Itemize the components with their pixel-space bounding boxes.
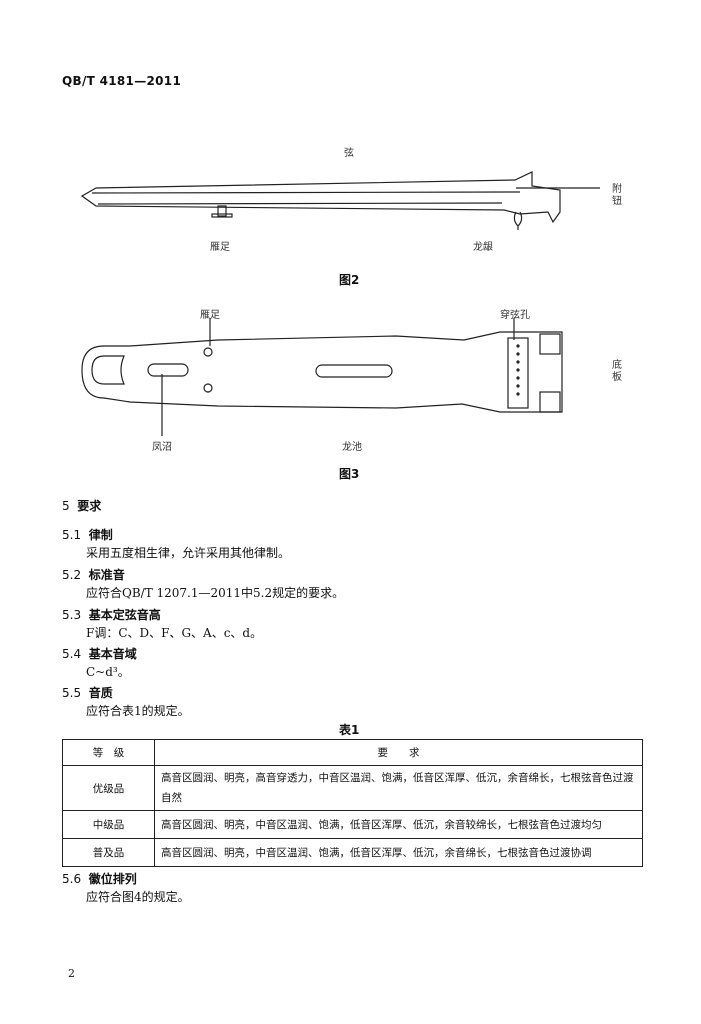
table-cell-requirement: 高音区圆润、明亮，高音穿透力，中音区温润、饱满，低音区浑厚、低沉，余音绵长，七根… (154, 765, 643, 811)
table-row: 优级品 高音区圆润、明亮，高音穿透力，中音区温润、饱满，低音区浑厚、低沉，余音绵… (62, 765, 643, 811)
table-cell-grade: 优级品 (62, 765, 155, 811)
table-header-row: 等 级 要 求 (62, 739, 643, 766)
standard-code: QB/T 4181—2011 (62, 74, 182, 88)
table-cell-requirement: 高音区圆润、明亮，中音区温润、饱满，低音区浑厚、低沉，余音较绵长，七根弦音色过渡… (154, 810, 643, 839)
table-1-title: 表1 (339, 723, 360, 737)
fig3-label-base: 底板 (612, 360, 622, 383)
section-5-5-heading: 5.5 音质 (62, 686, 113, 700)
table-header-requirement: 要 求 (154, 739, 643, 766)
table-row: 中级品 高音区圆润、明亮，中音区温润、饱满，低音区浑厚、低沉，余音较绵长，七根弦… (62, 810, 643, 839)
section-5-1-body: 采用五度相生律，允许采用其他律制。 (86, 546, 291, 560)
section-5-2-body: 应符合QB/T 1207.1—2011中5.2规定的要求。 (86, 586, 345, 600)
fig2-label-knob: 附钮 (612, 184, 622, 207)
fig3-label-feet: 雁足 (200, 310, 220, 321)
fig3-label-dragon-pool: 龙池 (342, 442, 362, 453)
figure-2-caption: 图2 (339, 273, 360, 287)
section-5-1-heading: 5.1 律制 (62, 528, 113, 542)
table-header-grade: 等 级 (62, 739, 155, 766)
page-number: 2 (68, 967, 75, 980)
section-5-6-heading: 5.6 徽位排列 (62, 872, 137, 886)
section-5-3-body: F调：C、D、F、G、A、c、d。 (86, 626, 263, 640)
section-5-2-heading: 5.2 标准音 (62, 568, 125, 582)
fig3-label-string-holes: 穿弦孔 (500, 310, 530, 321)
section-5-heading: 5 要求 (62, 499, 102, 513)
section-5-4-body: C~d³。 (86, 665, 130, 679)
fig2-label-bridge: 龙龈 (473, 242, 493, 253)
table-cell-grade: 普及品 (62, 838, 155, 867)
table-cell-grade: 中级品 (62, 810, 155, 839)
figure-3-caption: 图3 (339, 467, 360, 481)
table-1: 等 级 要 求 优级品 高音区圆润、明亮，高音穿透力，中音区温润、饱满，低音区浑… (62, 739, 643, 867)
fig2-label-string: 弦 (344, 148, 354, 159)
table-cell-requirement: 高音区圆润、明亮，中音区温润、饱满，低音区浑厚、低沉，余音绵长，七根弦音色过渡协… (154, 838, 643, 867)
section-5-3-heading: 5.3 基本定弦音高 (62, 608, 161, 622)
section-5-5-body: 应符合表1的规定。 (86, 704, 190, 718)
fig3-label-phoenix-pool: 凤沼 (152, 442, 172, 453)
section-5-4-heading: 5.4 基本音域 (62, 647, 137, 661)
section-5-6-body: 应符合图4的规定。 (86, 890, 190, 904)
table-row: 普及品 高音区圆润、明亮，中音区温润、饱满，低音区浑厚、低沉，余音绵长，七根弦音… (62, 838, 643, 867)
fig2-label-feet: 雁足 (210, 242, 230, 253)
